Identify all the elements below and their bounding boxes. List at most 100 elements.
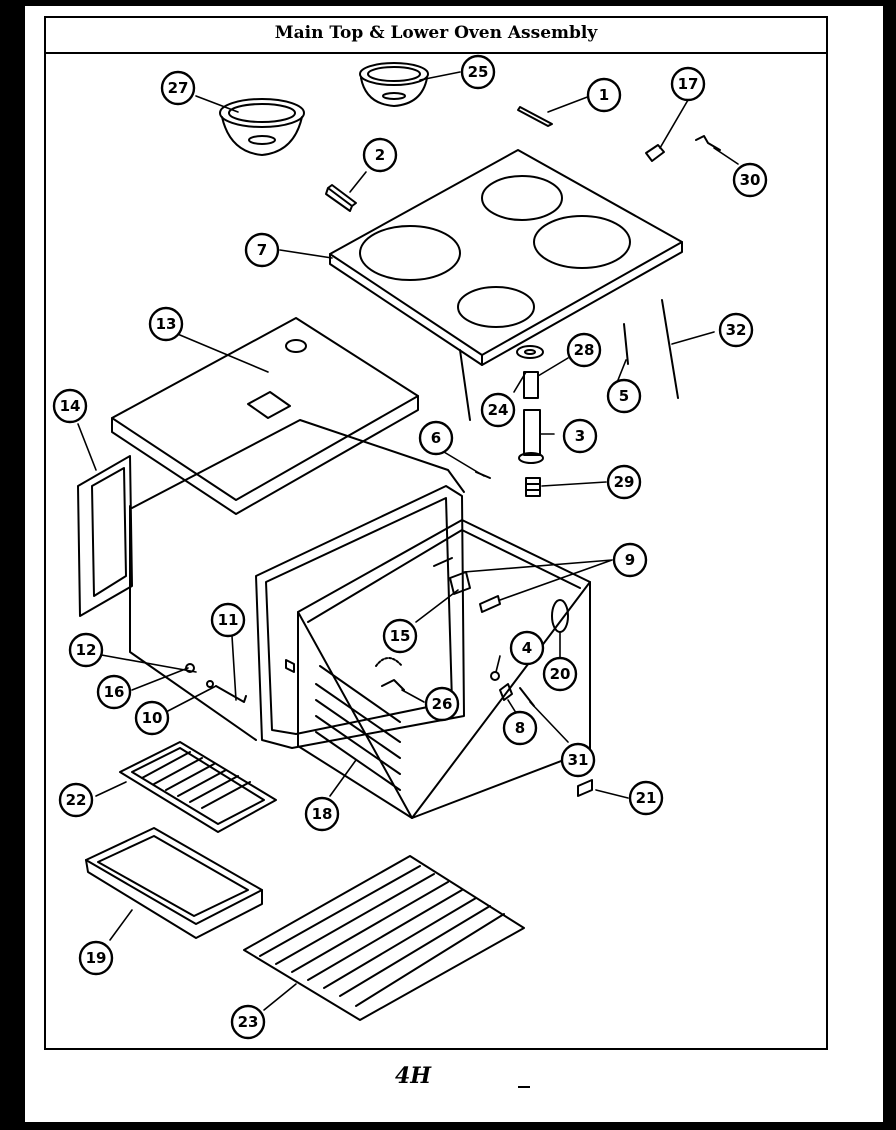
callout-circle <box>210 602 246 638</box>
callout-14: 14 <box>52 388 88 424</box>
callout-label: 17 <box>678 75 699 93</box>
callout-layer: 1234567891011121314151617181920212223242… <box>52 54 768 1040</box>
callout-circle <box>628 780 664 816</box>
callout-23: 23 <box>230 1004 266 1040</box>
callout-8: 8 <box>502 710 538 746</box>
callout-1: 1 <box>586 77 622 113</box>
callout-25: 25 <box>460 54 496 90</box>
callout-label: 14 <box>60 397 81 415</box>
callout-label: 1 <box>599 86 609 104</box>
callout-label: 11 <box>218 611 239 629</box>
callout-label: 5 <box>619 387 629 405</box>
washer <box>516 345 544 359</box>
callout-label: 9 <box>625 551 635 569</box>
callout-circle <box>560 742 596 778</box>
callout-label: 27 <box>168 79 189 97</box>
trim-strip <box>517 106 553 127</box>
callout-27: 27 <box>160 70 196 106</box>
callout-circle <box>606 378 642 414</box>
callout-circle <box>424 686 460 722</box>
page-mark: 4H <box>395 1063 432 1089</box>
callout-circle <box>509 630 545 666</box>
callout-circle <box>96 674 132 710</box>
callout-circle <box>586 77 622 113</box>
callout-label: 19 <box>86 949 107 967</box>
callout-5: 5 <box>606 378 642 414</box>
callout-26: 26 <box>424 686 460 722</box>
callout-circle <box>502 710 538 746</box>
callout-label: 29 <box>614 473 635 491</box>
callout-circle <box>68 632 104 668</box>
callout-15: 15 <box>382 618 418 654</box>
callout-2: 2 <box>362 137 398 173</box>
callout-circle <box>160 70 196 106</box>
support-rod-left <box>459 349 471 421</box>
callout-21: 21 <box>628 780 664 816</box>
callout-circle <box>612 542 648 578</box>
callout-label: 3 <box>575 427 585 445</box>
callout-circle <box>382 618 418 654</box>
plug-button <box>490 671 500 681</box>
mounting-bracket <box>577 779 593 797</box>
callout-4: 4 <box>509 630 545 666</box>
callout-label: 13 <box>156 315 177 333</box>
callout-22: 22 <box>58 782 94 818</box>
hinge-rod <box>215 685 247 703</box>
callout-label: 12 <box>76 641 97 659</box>
callout-12: 12 <box>68 632 104 668</box>
lamp-socket <box>499 683 513 701</box>
callout-circle <box>58 782 94 818</box>
callout-label: 16 <box>104 683 125 701</box>
top-insulation <box>111 317 419 515</box>
broiler-grid <box>119 741 277 833</box>
callout-circle <box>362 137 398 173</box>
callout-29: 29 <box>606 464 642 500</box>
top-bracket <box>325 184 357 212</box>
callout-31: 31 <box>560 742 596 778</box>
callout-label: 21 <box>636 789 657 807</box>
callout-circle <box>670 66 706 102</box>
callout-circle <box>134 700 170 736</box>
callout-circle <box>244 232 280 268</box>
callout-30: 30 <box>732 162 768 198</box>
callout-20: 20 <box>542 656 578 692</box>
callout-label: 32 <box>726 321 747 339</box>
oven-liner-top <box>131 419 465 509</box>
callout-circle <box>562 418 598 454</box>
side-insulation <box>77 455 133 617</box>
callout-17: 17 <box>670 66 706 102</box>
callout-9: 9 <box>612 542 648 578</box>
callout-13: 13 <box>148 306 184 342</box>
callout-32: 32 <box>718 312 754 348</box>
callout-3: 3 <box>562 418 598 454</box>
callout-label: 10 <box>142 709 163 727</box>
callout-7: 7 <box>244 232 280 268</box>
callout-label: 30 <box>740 171 761 189</box>
callout-label: 26 <box>432 695 453 713</box>
callout-28: 28 <box>566 332 602 368</box>
cooktop-panel <box>329 149 683 366</box>
screw <box>695 135 721 151</box>
diagram-frame: Main Top & Lower Oven Assembly <box>44 16 828 1050</box>
support-rod <box>661 299 679 399</box>
callout-circle <box>542 656 578 692</box>
oven-rack <box>243 855 525 1021</box>
callout-label: 25 <box>468 63 489 81</box>
rear-insulation <box>255 485 465 749</box>
callout-circle <box>52 388 88 424</box>
page-dash <box>518 1086 530 1088</box>
callout-label: 4 <box>522 639 532 657</box>
callout-16: 16 <box>96 674 132 710</box>
callout-circle <box>418 420 454 456</box>
callout-label: 24 <box>488 401 509 419</box>
callout-circle <box>460 54 496 90</box>
callout-circle <box>148 306 184 342</box>
callout-label: 8 <box>515 719 525 737</box>
callout-label: 7 <box>257 241 267 259</box>
wire-clip <box>645 144 665 162</box>
callout-18: 18 <box>304 796 340 832</box>
callout-19: 19 <box>78 940 114 976</box>
callout-label: 28 <box>574 341 595 359</box>
callout-11: 11 <box>210 602 246 638</box>
callout-24: 24 <box>480 392 516 428</box>
